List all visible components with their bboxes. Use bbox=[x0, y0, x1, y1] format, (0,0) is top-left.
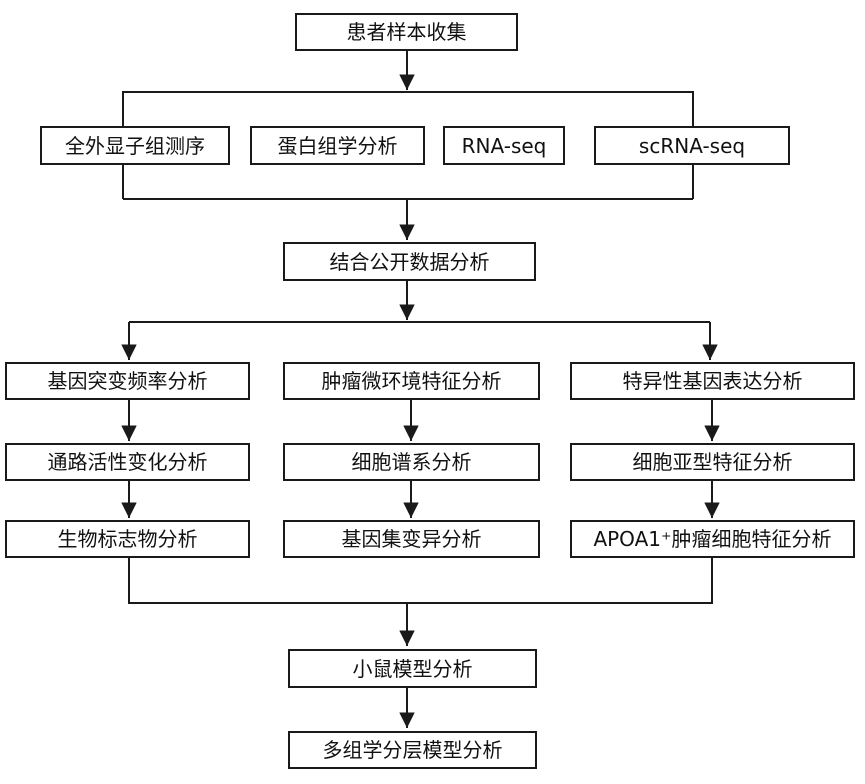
node-rna-seq: RNA-seq bbox=[443, 126, 565, 165]
node-biomarker-analysis: 生物标志物分析 bbox=[5, 520, 250, 558]
node-mouse-model-analysis: 小鼠模型分析 bbox=[288, 649, 537, 688]
node-pathway-activity-change-analysis: 通路活性变化分析 bbox=[5, 443, 250, 481]
node-label: 特异性基因表达分析 bbox=[622, 369, 803, 393]
node-label: 基因集变异分析 bbox=[341, 527, 482, 551]
node-label: 患者样本收集 bbox=[346, 20, 467, 44]
node-gene-set-variation-analysis: 基因集变异分析 bbox=[283, 520, 540, 558]
node-label: 肿瘤微环境特征分析 bbox=[321, 369, 502, 393]
node-label: APOA1⁺肿瘤细胞特征分析 bbox=[593, 527, 832, 551]
node-proteomics-analysis: 蛋白组学分析 bbox=[250, 126, 425, 165]
node-label: 结合公开数据分析 bbox=[329, 249, 490, 274]
node-label: 基因突变频率分析 bbox=[47, 369, 208, 393]
node-label: 生物标志物分析 bbox=[57, 527, 198, 551]
node-label: scRNA-seq bbox=[638, 133, 746, 158]
node-combined-public-data-analysis: 结合公开数据分析 bbox=[283, 242, 536, 281]
node-patient-sample-collection: 患者样本收集 bbox=[295, 13, 518, 51]
node-apoa1-tumor-cell-feature-analysis: APOA1⁺肿瘤细胞特征分析 bbox=[570, 520, 855, 558]
node-multiomics-stratified-model-analysis: 多组学分层模型分析 bbox=[288, 731, 537, 769]
converge-rail bbox=[127, 558, 714, 605]
node-gene-mutation-frequency-analysis: 基因突变频率分析 bbox=[5, 362, 250, 400]
node-label: 细胞谱系分析 bbox=[351, 450, 472, 474]
node-tumor-microenvironment-analysis: 肿瘤微环境特征分析 bbox=[283, 362, 540, 400]
node-label: 通路活性变化分析 bbox=[47, 450, 208, 474]
node-whole-exome-sequencing: 全外显子组测序 bbox=[40, 126, 230, 165]
node-specific-gene-expression-analysis: 特异性基因表达分析 bbox=[570, 362, 855, 400]
node-label: 细胞亚型特征分析 bbox=[632, 450, 793, 474]
node-label: 全外显子组测序 bbox=[65, 133, 205, 158]
node-label: 蛋白组学分析 bbox=[277, 133, 398, 158]
node-scrna-seq: scRNA-seq bbox=[594, 126, 790, 165]
node-cell-lineage-analysis: 细胞谱系分析 bbox=[283, 443, 540, 481]
node-label: 小鼠模型分析 bbox=[352, 656, 473, 681]
node-label: 多组学分层模型分析 bbox=[322, 738, 503, 762]
node-label: RNA-seq bbox=[461, 133, 547, 158]
node-cell-subtype-feature-analysis: 细胞亚型特征分析 bbox=[570, 443, 855, 481]
